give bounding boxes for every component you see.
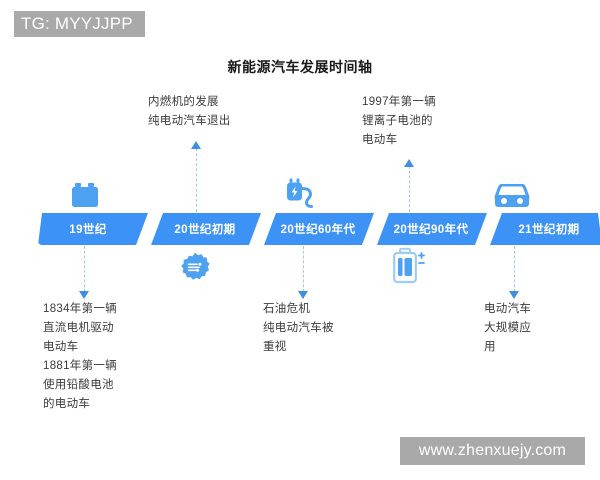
site-watermark: www.zhenxuejy.com: [400, 437, 585, 465]
connector-down-segment-1: [79, 246, 90, 299]
timeline-segment-label: 21世纪初期: [518, 224, 580, 236]
connector-line: [514, 246, 515, 292]
annotation-below-segment-1: 1834年第一辆 直流电机驱动 电动车 1881年第一辆 使用铅酸电池 的电动车: [43, 303, 117, 410]
connector-line: [303, 246, 304, 292]
connector-line: [196, 148, 197, 212]
annotation-above-segment-2: 内燃机的发展 纯电动汽车退出: [148, 96, 231, 127]
annotation-below-segment-5: 电动汽车 大规模应 用: [484, 303, 532, 353]
lithium-battery-icon: [392, 247, 426, 291]
timeline-segment-label: 20世纪90年代: [393, 224, 469, 236]
timeline-segment-5[interactable]: 21世纪初期: [490, 213, 600, 245]
connector-line: [409, 166, 410, 212]
timeline-segment-1[interactable]: 19世纪: [38, 213, 148, 245]
car-battery-icon: [70, 182, 100, 215]
telegram-watermark: TG: MYYJJPP: [14, 11, 145, 37]
page-title: 新能源汽车发展时间轴: [227, 59, 373, 75]
connector-up-segment-2: [191, 141, 202, 212]
connector-down-segment-5: [509, 246, 520, 299]
timeline-segment-2[interactable]: 20世纪初期: [151, 213, 261, 245]
timeline-segment-label: 20世纪60年代: [280, 224, 356, 236]
connector-down-segment-3: [298, 246, 309, 299]
timeline-segment-label: 20世纪初期: [174, 224, 236, 236]
timeline-bar: 19世纪 20世纪初期 20世纪60年代 20世纪90年代 21世纪初期: [38, 213, 562, 245]
connector-arrowhead: [298, 291, 308, 299]
timeline-segment-3[interactable]: 20世纪60年代: [264, 213, 374, 245]
gear-icon: [180, 252, 210, 287]
annotation-above-segment-4: 1997年第一辆 锂离子电池的 电动车: [362, 96, 436, 146]
connector-arrowhead: [509, 291, 519, 299]
annotation-below-segment-3: 石油危机 纯电动汽车被 重视: [263, 303, 334, 353]
ev-charger-icon: [285, 178, 319, 215]
connector-arrowhead: [79, 291, 89, 299]
connector-arrowhead: [191, 141, 201, 149]
connector-arrowhead: [404, 159, 414, 167]
timeline-segment-4[interactable]: 20世纪90年代: [377, 213, 487, 245]
connector-line: [84, 246, 85, 292]
connector-up-segment-4: [404, 159, 415, 212]
car-front-icon: [493, 183, 531, 215]
timeline-segment-label: 19世纪: [69, 224, 107, 236]
